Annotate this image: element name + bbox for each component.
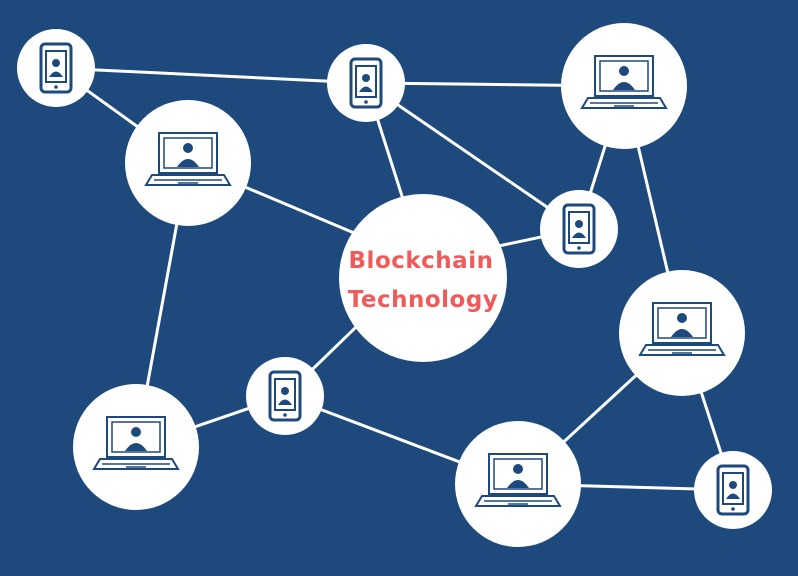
laptop-user-icon	[580, 55, 668, 109]
node-phone-3	[540, 190, 618, 268]
central-label-line1: Blockchain	[349, 248, 494, 274]
network-nodes	[17, 23, 772, 547]
laptop-user-icon	[638, 302, 726, 356]
node-phone-4	[246, 357, 324, 435]
smartphone-user-icon	[39, 42, 73, 94]
node-phone-2	[327, 44, 405, 122]
smartphone-user-icon	[716, 464, 750, 516]
node-icons	[39, 42, 750, 516]
edge-phone2-phone3	[364, 81, 581, 231]
edge-phone1-phone2	[54, 66, 368, 85]
smartphone-user-icon	[562, 203, 596, 255]
smartphone-user-icon	[349, 57, 383, 109]
node-phone-5	[694, 451, 772, 529]
central-label-line2: Technology	[348, 287, 499, 313]
smartphone-user-icon	[268, 370, 302, 422]
node-phone-1	[17, 29, 95, 107]
laptop-user-icon	[92, 416, 180, 470]
laptop-user-icon	[474, 453, 562, 507]
laptop-user-icon	[144, 132, 232, 186]
central-node	[339, 194, 507, 362]
